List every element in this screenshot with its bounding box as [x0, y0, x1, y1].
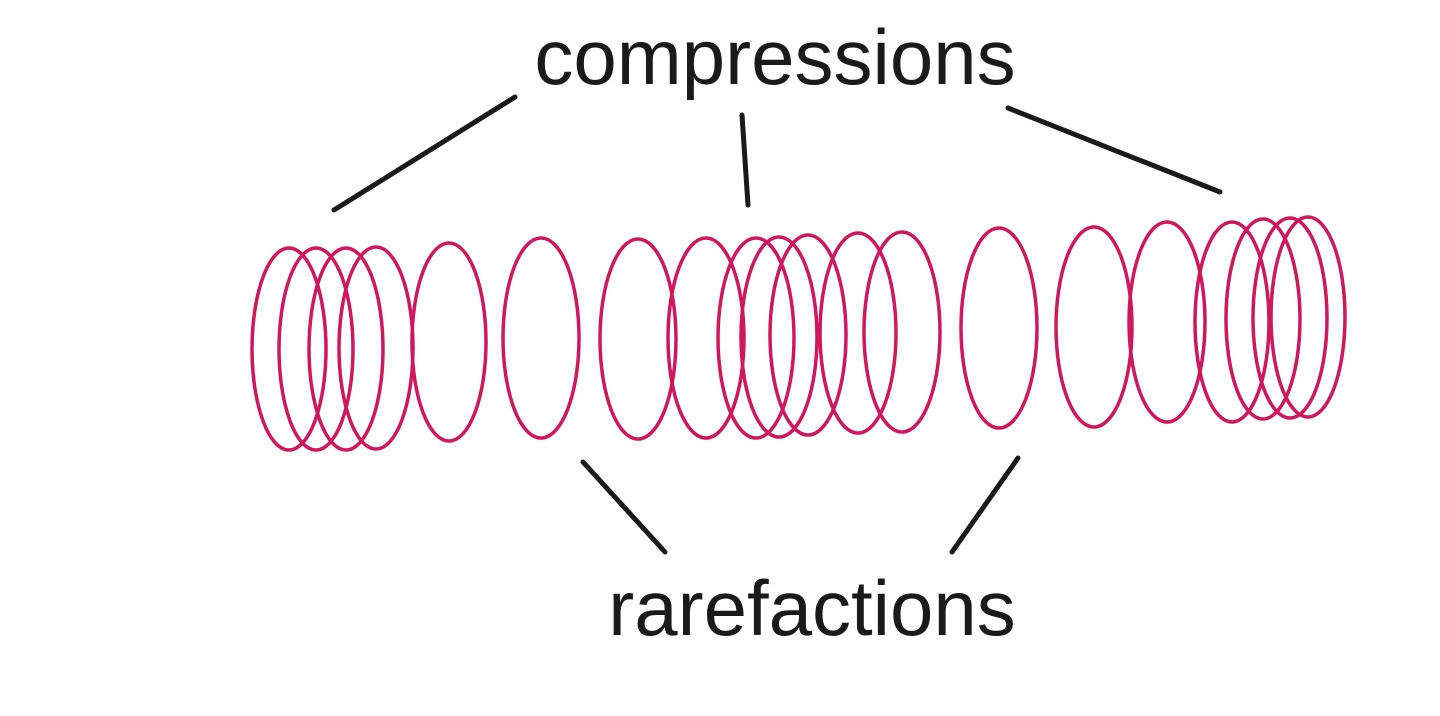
- coil-loop: [862, 230, 942, 434]
- rarefactions-label: rarefactions: [608, 564, 1016, 652]
- coil-loop: [250, 246, 328, 452]
- compression-leader-middle: [739, 112, 751, 208]
- coil-loop: [1224, 217, 1302, 421]
- coil-loop: [598, 237, 678, 441]
- coil-loop: [768, 233, 848, 437]
- coil-loop: [666, 236, 746, 440]
- coil-loop: [307, 246, 385, 452]
- compression-leader-right: [1005, 105, 1223, 195]
- coil-loop: [1251, 216, 1329, 420]
- coil-loop: [716, 236, 796, 440]
- coil-loop: [501, 236, 581, 440]
- rarefaction-leader-left: [580, 459, 668, 555]
- coil-loop: [959, 226, 1039, 430]
- coil-loop: [277, 246, 355, 452]
- coil-loop: [337, 245, 415, 451]
- coil-loop: [1127, 220, 1207, 424]
- rarefaction-leader-right: [949, 455, 1021, 555]
- coil-loop: [1269, 215, 1347, 419]
- compression-leader-left: [331, 94, 518, 213]
- compressions-label: compressions: [534, 13, 1015, 101]
- coil-loop: [739, 235, 819, 439]
- coil-loop: [410, 241, 488, 443]
- coil-loop: [1193, 220, 1271, 424]
- coil-loop: [1054, 225, 1134, 429]
- coil-loop: [818, 231, 898, 435]
- spring-coils: [250, 215, 1347, 452]
